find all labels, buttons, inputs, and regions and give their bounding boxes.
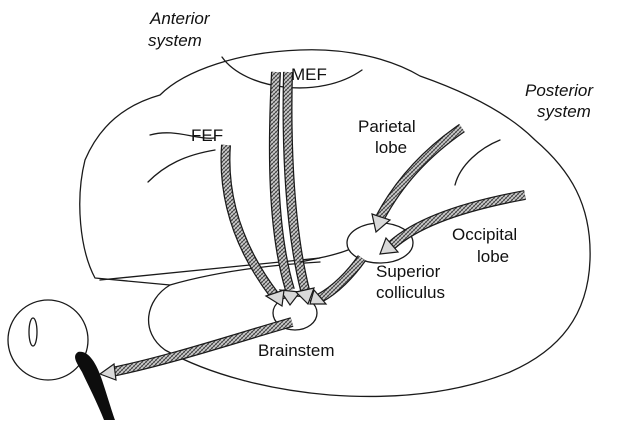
eye-icon bbox=[8, 300, 115, 420]
label-brainstem: Brainstem bbox=[258, 341, 335, 360]
arrow-mef-brainstem-b bbox=[288, 72, 314, 304]
occipital-sulcus bbox=[455, 140, 500, 185]
label-occipital-2: lobe bbox=[477, 247, 509, 266]
label-fef: FEF bbox=[191, 126, 223, 145]
label-superior-1: Superior bbox=[376, 262, 441, 281]
label-occipital-1: Occipital bbox=[452, 225, 517, 244]
fef-sulcus-2 bbox=[148, 150, 215, 182]
label-parietal-2: lobe bbox=[375, 138, 407, 157]
label-posterior-2: system bbox=[537, 102, 591, 121]
label-superior-2: colliculus bbox=[376, 283, 445, 302]
label-mef: MEF bbox=[291, 65, 327, 84]
arrow-fef-colliculus bbox=[300, 250, 348, 262]
label-posterior-1: Posterior bbox=[525, 81, 594, 100]
arrow-colliculus-brainstem bbox=[310, 258, 362, 304]
brain-outline bbox=[80, 50, 590, 397]
label-parietal-1: Parietal bbox=[358, 117, 416, 136]
label-anterior-2: system bbox=[148, 31, 202, 50]
label-anterior-1: Anterior bbox=[149, 9, 211, 28]
eye-muscle bbox=[75, 352, 115, 420]
